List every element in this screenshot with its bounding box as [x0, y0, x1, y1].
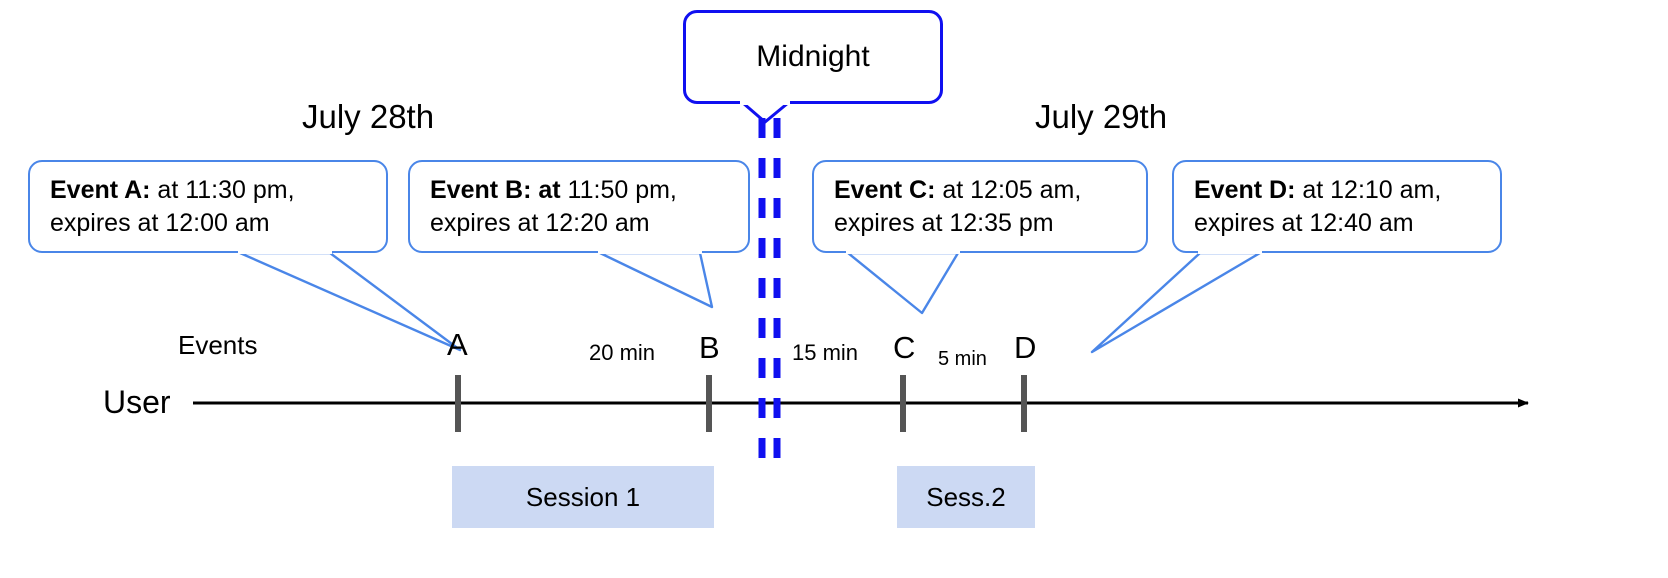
callout-event-a-tail	[238, 250, 462, 352]
session-box-2-label: Sess.2	[926, 481, 1006, 512]
callout-event-b-line2: expires at 12:20 am	[430, 209, 650, 237]
callout-event-b-bold: Event B: at	[430, 176, 561, 204]
callout-event-b-rest: 11:50 pm,	[560, 176, 677, 204]
callout-event-a-rest: at 11:30 pm,	[150, 176, 295, 204]
callout-event-c-line2: expires at 12:35 pm	[834, 209, 1054, 237]
tick-label-c: C	[893, 330, 916, 365]
midnight-label: Midnight	[756, 40, 870, 73]
callout-event-d-bold: Event D:	[1194, 176, 1296, 204]
callout-event-d-line2: expires at 12:40 am	[1194, 209, 1414, 237]
session-box-2: Sess.2	[897, 466, 1035, 528]
tick-label-a: A	[447, 327, 468, 362]
session-box-1: Session 1	[452, 466, 714, 528]
callout-event-c-bold: Event C:	[834, 176, 936, 204]
date-label-july-28: July 28th	[302, 98, 435, 135]
callout-event-c-rest: at 12:05 am,	[935, 176, 1082, 204]
callout-event-c: Event C: at 12:05 am, expires at 12:35 p…	[812, 160, 1148, 253]
callout-event-b-line1: Event B: at 11:50 pm,	[430, 174, 732, 207]
callout-event-a-line1: Event A: at 11:30 pm,	[50, 174, 370, 207]
callout-event-d: Event D: at 12:10 am, expires at 12:40 a…	[1172, 160, 1502, 253]
callout-event-d-line1: Event D: at 12:10 am,	[1194, 174, 1484, 207]
callout-event-d-rest: at 12:10 am,	[1295, 176, 1442, 204]
callout-event-c-line1: Event C: at 12:05 am,	[834, 174, 1130, 207]
callout-event-a-bold: Event A:	[50, 176, 151, 204]
midnight-callout-box: Midnight	[683, 10, 943, 104]
tick-label-b: B	[699, 330, 720, 365]
callout-event-d-tail	[1090, 250, 1262, 354]
callout-event-c-tail	[846, 250, 960, 315]
tick-label-d: D	[1014, 330, 1037, 365]
callout-event-a: Event A: at 11:30 pm, expires at 12:00 a…	[28, 160, 388, 253]
callout-event-b: Event B: at 11:50 pm, expires at 12:20 a…	[408, 160, 750, 253]
gap-label-15-min: 15 min	[792, 340, 859, 365]
callout-event-b-tail	[598, 250, 714, 309]
midnight-callout-tail	[740, 101, 790, 124]
date-label-july-29: July 29th	[1035, 98, 1168, 135]
gap-label-20-min: 20 min	[589, 340, 656, 365]
gap-label-5-min: 5 min	[938, 348, 987, 370]
callout-event-a-line2: expires at 12:00 am	[50, 209, 270, 237]
events-row-label: Events	[178, 330, 258, 360]
user-row-label: User	[103, 384, 171, 420]
session-box-1-label: Session 1	[525, 481, 641, 512]
